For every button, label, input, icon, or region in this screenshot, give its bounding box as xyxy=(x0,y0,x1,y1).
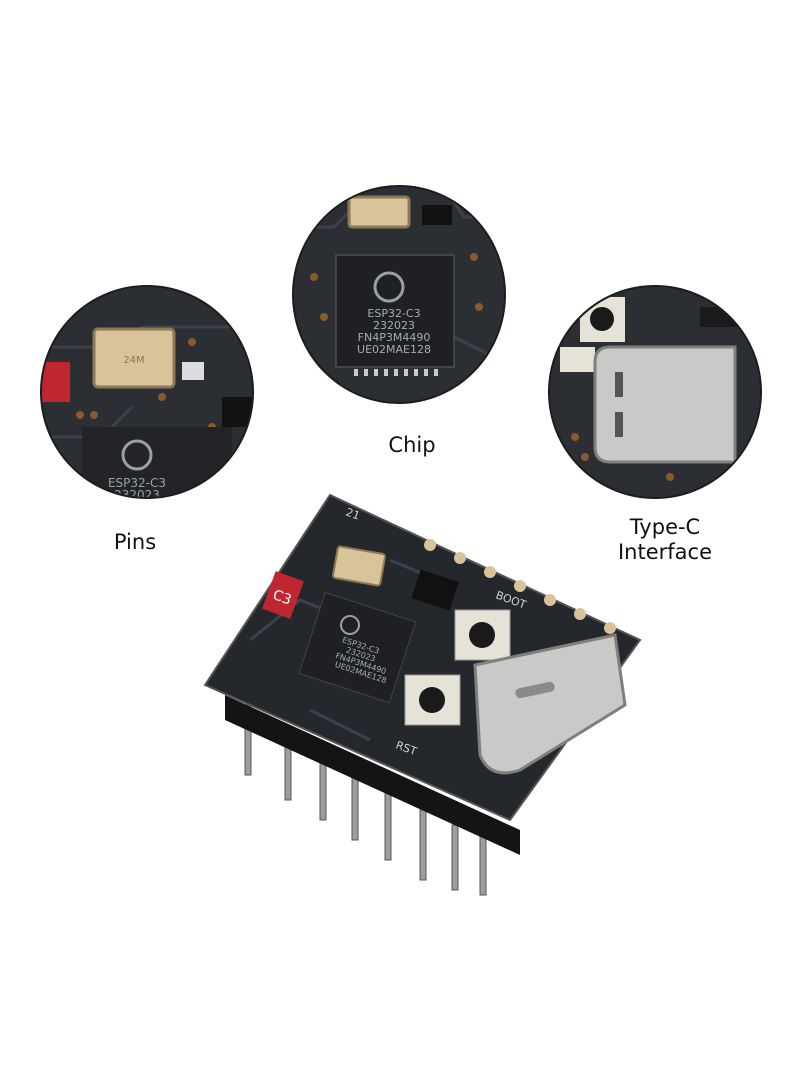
esp32-c3-board: C3 ESP32-C3 232023 FN4P3M4490 UE02MAE128… xyxy=(190,490,650,900)
svg-text:24M: 24M xyxy=(123,355,144,366)
typec-zoom-circle xyxy=(548,285,762,499)
caption-chip: Chip xyxy=(388,433,436,457)
caption-typec-line1: Type-C xyxy=(629,515,701,539)
usb-c-connector xyxy=(473,633,627,775)
chip-zoom-line4: UE02MAE128 xyxy=(357,343,431,356)
board-label-21: 21 xyxy=(344,506,362,523)
board-label-c3: C3 xyxy=(270,587,293,608)
chip-zoom-line3: FN4P3M4490 xyxy=(358,331,431,344)
caption-pins: Pins xyxy=(113,530,157,554)
pins-zoom-chip-line2: 232023 xyxy=(114,488,160,497)
chip-zoom-line2: 232023 xyxy=(373,319,415,332)
pins-zoom-circle: 24M ESP32-C3 232023 xyxy=(40,285,254,499)
caption-typec-line2: Interface xyxy=(617,540,713,564)
chip-zoom-circle: ESP32-C3 232023 FN4P3M4490 UE02MAE128 xyxy=(292,185,506,404)
chip-zoom-line1: ESP32-C3 xyxy=(367,307,420,320)
pins-zoom-chip-line1: ESP32-C3 xyxy=(108,476,166,490)
